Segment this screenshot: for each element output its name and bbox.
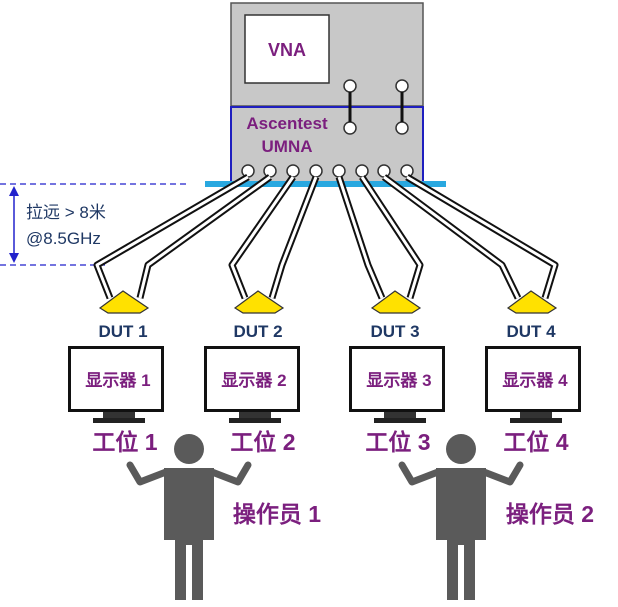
operator-1-label: 操作员 1 — [233, 501, 321, 527]
dut-2: DUT 2 — [233, 290, 285, 341]
dut-1-label: DUT 1 — [98, 322, 147, 341]
station-2-label: 工位 2 — [230, 429, 295, 455]
dut-device-icon — [506, 290, 558, 314]
dut-4: DUT 4 — [506, 290, 558, 341]
station-4-label: 工位 4 — [503, 429, 568, 455]
distance-text: 拉远 > 8米 — [26, 203, 106, 222]
monitor-3-label: 显示器 3 — [366, 371, 431, 390]
person-icon-operator-2 — [398, 434, 524, 600]
umna-input-port-1 — [343, 121, 357, 135]
dut-device-icon — [370, 290, 422, 314]
frequency-text: @8.5GHz — [26, 229, 101, 248]
vna-instrument: VNA — [230, 2, 424, 107]
vna-screen — [244, 14, 330, 84]
mounting-rail — [205, 181, 446, 187]
arrow-down-icon — [9, 253, 19, 263]
monitor-1-label: 显示器 1 — [85, 371, 150, 390]
station-3-label: 工位 3 — [365, 429, 430, 455]
vna-port-2 — [395, 79, 409, 93]
dut-4-label: DUT 4 — [506, 322, 556, 341]
dut-device-icon — [233, 290, 285, 314]
dut-3: DUT 3 — [370, 290, 422, 341]
umna-brand: Ascentest — [246, 114, 328, 133]
monitor-2: 显示器 2 — [204, 346, 300, 423]
rf-cables — [93, 173, 559, 300]
operator-2-label: 操作员 2 — [506, 501, 594, 527]
monitor-4: 显示器 4 — [485, 346, 581, 423]
umna-model: UMNA — [262, 137, 313, 156]
distance-marker: 拉远 > 8米 @8.5GHz — [0, 183, 190, 266]
umna-input-port-2 — [395, 121, 409, 135]
arrow-up-icon — [9, 186, 19, 196]
dut-1: DUT 1 — [98, 290, 150, 341]
vna-port-1 — [343, 79, 357, 93]
person-icon-operator-1 — [126, 434, 252, 600]
dut-2-label: DUT 2 — [233, 322, 282, 341]
monitor-2-label: 显示器 2 — [221, 371, 286, 390]
station-1-label: 工位 1 — [92, 429, 157, 455]
monitor-4-label: 显示器 4 — [502, 371, 568, 390]
dut-3-label: DUT 3 — [370, 322, 419, 341]
monitor-3: 显示器 3 — [349, 346, 445, 423]
dut-device-icon — [98, 290, 150, 314]
vna-label: VNA — [268, 40, 306, 60]
monitor-1: 显示器 1 — [68, 346, 164, 423]
umna-switch: Ascentest UMNA — [230, 106, 424, 183]
umna-output-ports — [241, 164, 414, 178]
